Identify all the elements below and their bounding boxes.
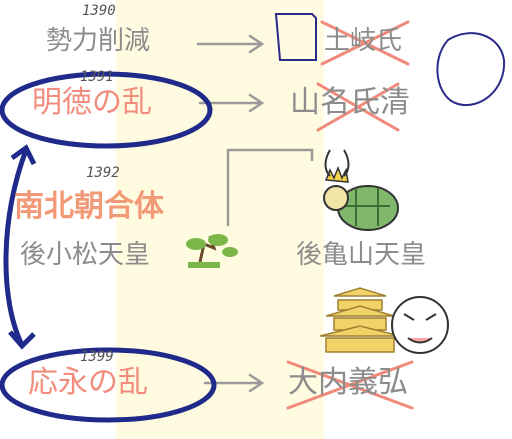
angry-face-icon bbox=[391, 296, 449, 354]
jama-bubble-icon bbox=[436, 32, 506, 107]
toki-label: 土岐氏 bbox=[324, 26, 403, 56]
arrowhead-bottom bbox=[8, 330, 36, 350]
pavilion-icon bbox=[319, 287, 401, 353]
oei-label: 応永の乱 bbox=[28, 365, 148, 400]
arrowhead-top bbox=[10, 144, 37, 166]
bonsai-icon bbox=[186, 234, 238, 268]
doki-bubble-icon bbox=[274, 13, 317, 61]
meitoku-label: 明徳の乱 bbox=[32, 85, 152, 120]
nanboku-label: 南北朝合体 bbox=[14, 189, 164, 224]
gokameyama-label: 後亀山天皇 bbox=[296, 240, 427, 270]
arrow-1390 bbox=[196, 34, 265, 54]
turtle-icon bbox=[323, 149, 399, 231]
ellipse-oei bbox=[0, 347, 217, 423]
highlight-band bbox=[116, 0, 324, 439]
cross-ouchi bbox=[286, 360, 414, 410]
year-1399: 1399 bbox=[80, 349, 114, 365]
gokomatsu-label: 後小松天皇 bbox=[20, 240, 151, 270]
cross-toki bbox=[320, 20, 410, 66]
ellipse-meitoku bbox=[0, 71, 213, 149]
connector-line bbox=[226, 148, 314, 227]
ouchi-label: 大内義弘 bbox=[288, 365, 408, 400]
yamana-label: 山名氏清 bbox=[290, 85, 410, 120]
cross-yamana bbox=[316, 82, 400, 132]
seiryoku-label: 勢力削減 bbox=[46, 26, 151, 56]
year-1390: 1390 bbox=[82, 3, 116, 19]
year-1391: 1391 bbox=[80, 69, 114, 85]
year-1392: 1392 bbox=[86, 165, 120, 181]
link-curve bbox=[3, 149, 29, 347]
